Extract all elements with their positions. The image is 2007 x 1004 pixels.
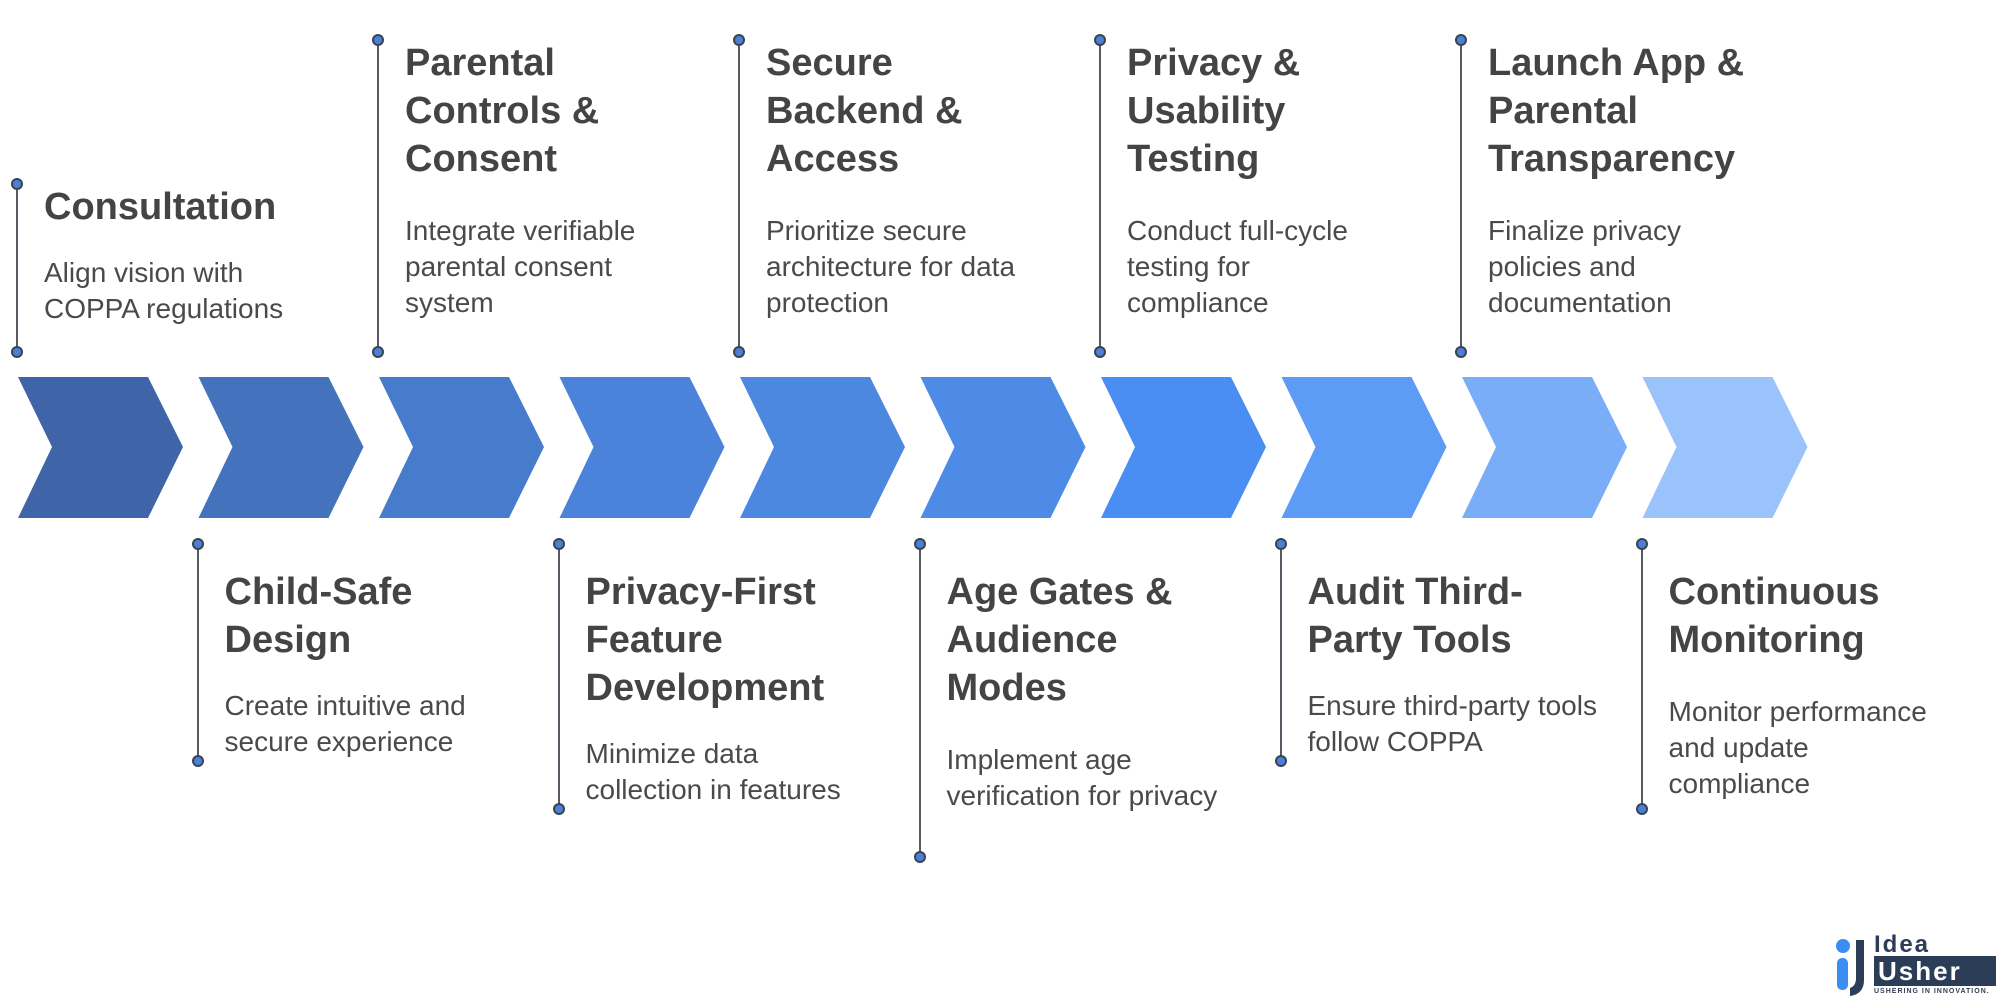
stage-title: Audit Third-Party Tools — [1307, 571, 1523, 661]
connector-dot-end — [372, 346, 384, 358]
connector-dot-start — [1455, 34, 1467, 46]
connector-dot-start — [1635, 538, 1648, 550]
stage-title: Privacy-First Feature Development — [585, 571, 825, 709]
stage-description: Minimize data collection in features — [585, 738, 841, 805]
connector-dot-end — [913, 851, 926, 863]
connector-dot-start — [191, 538, 204, 550]
chevron-stage-2 — [198, 377, 364, 518]
chevron-stage-7 — [1101, 377, 1266, 518]
chevron-stage-8 — [1281, 377, 1447, 518]
connector-dot-end — [1274, 755, 1287, 767]
stage-description: Implement age verification for privacy — [946, 744, 1218, 811]
chevron-stage-4 — [559, 377, 725, 518]
connector-dot-end — [552, 803, 565, 815]
stage-connector-line — [1640, 543, 1643, 808]
stage-description: Conduct full-cycle testing for complianc… — [1127, 215, 1348, 318]
logo-tagline: USHERING IN INNOVATION. — [1874, 988, 1990, 995]
stage-description: Integrate verifiable parental consent sy… — [405, 215, 636, 318]
connector-dot-start — [733, 34, 745, 46]
stage-title: Child-Safe Design — [224, 571, 413, 661]
stage-title: Consultation — [44, 186, 277, 228]
stage-description: Create intuitive and secure experience — [224, 690, 466, 757]
stage-connector-line — [1099, 39, 1101, 351]
chevron-stage-10 — [1642, 377, 1808, 518]
connector-dot-end — [733, 346, 745, 358]
stage-description: Align vision with COPPA regulations — [44, 257, 284, 324]
stage-description: Finalize privacy policies and documentat… — [1488, 215, 1681, 318]
stage-connector-line — [918, 543, 921, 856]
stage-title: Continuous Monitoring — [1668, 571, 1880, 661]
stage-title: Secure Backend & Access — [766, 42, 963, 180]
idea-usher-logo: Idea Usher USHERING IN INNOVATION. — [1834, 932, 1999, 1002]
stage-title: Privacy & Usability Testing — [1127, 42, 1301, 180]
stage-connector-line — [738, 39, 740, 351]
connector-dot-start — [1274, 538, 1287, 550]
connector-dot-end — [11, 346, 23, 358]
chevron-stage-1 — [18, 377, 183, 518]
chevron-stage-9 — [1462, 377, 1627, 518]
stage-connector-line — [16, 183, 18, 351]
stage-connector-line — [196, 543, 199, 760]
connector-dot-start — [372, 34, 384, 46]
stage-connector-line — [1460, 39, 1462, 351]
stage-connector-line — [377, 39, 379, 351]
stage-title: Age Gates & Audience Modes — [946, 571, 1173, 709]
stage-description: Monitor performance and update complianc… — [1668, 696, 1927, 799]
connector-dot-start — [11, 178, 23, 190]
connector-dot-end — [1455, 346, 1467, 358]
chevron-stage-3 — [379, 377, 544, 518]
stage-connector-line — [1279, 543, 1282, 760]
logo-word-usher: Usher — [1874, 956, 1996, 986]
logo-word-idea: Idea — [1874, 931, 1931, 958]
stage-title: Launch App & Parental Transparency — [1488, 42, 1745, 180]
connector-dot-start — [1094, 34, 1106, 46]
connector-dot-start — [552, 538, 565, 550]
chevron-stage-5 — [740, 377, 905, 518]
connector-dot-end — [1635, 803, 1648, 815]
stage-description: Prioritize secure architecture for data … — [766, 215, 1016, 318]
stage-description: Ensure third-party tools follow COPPA — [1307, 690, 1597, 757]
connector-dot-start — [913, 538, 926, 550]
stage-connector-line — [557, 543, 560, 808]
logo-mark-icon — [1836, 939, 1864, 996]
connector-dot-end — [191, 755, 204, 767]
chevron-stage-6 — [920, 377, 1086, 518]
stage-title: Parental Controls & Consent — [405, 42, 600, 180]
connector-dot-end — [1094, 346, 1106, 358]
